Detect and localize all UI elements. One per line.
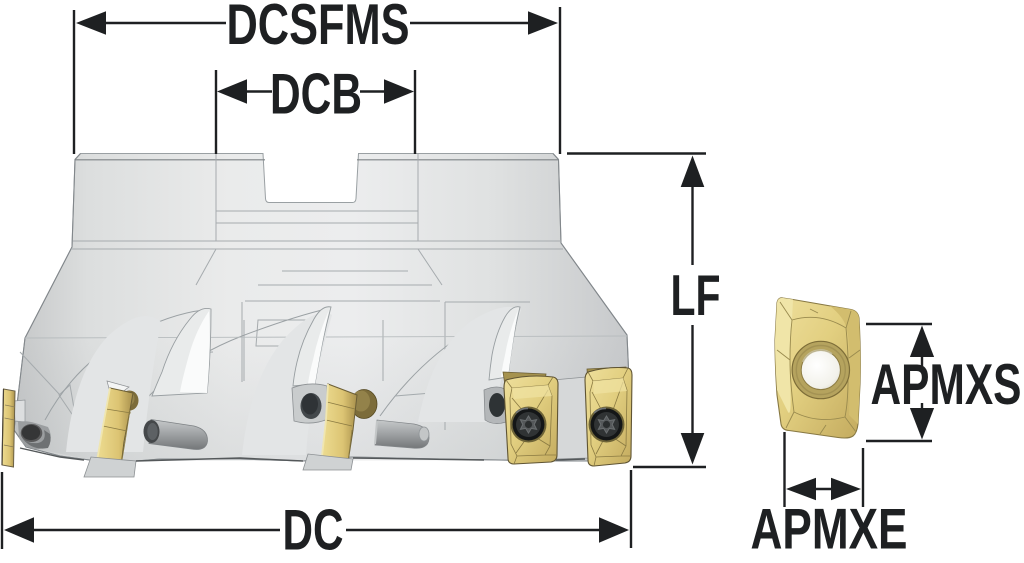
svg-text:APMXS: APMXS xyxy=(871,353,1022,417)
svg-text:APMXE: APMXE xyxy=(751,498,908,562)
svg-text:DCB: DCB xyxy=(270,63,362,127)
svg-text:DCSFMS: DCSFMS xyxy=(227,0,410,57)
svg-text:DC: DC xyxy=(283,498,344,562)
svg-text:LF: LF xyxy=(671,264,721,328)
